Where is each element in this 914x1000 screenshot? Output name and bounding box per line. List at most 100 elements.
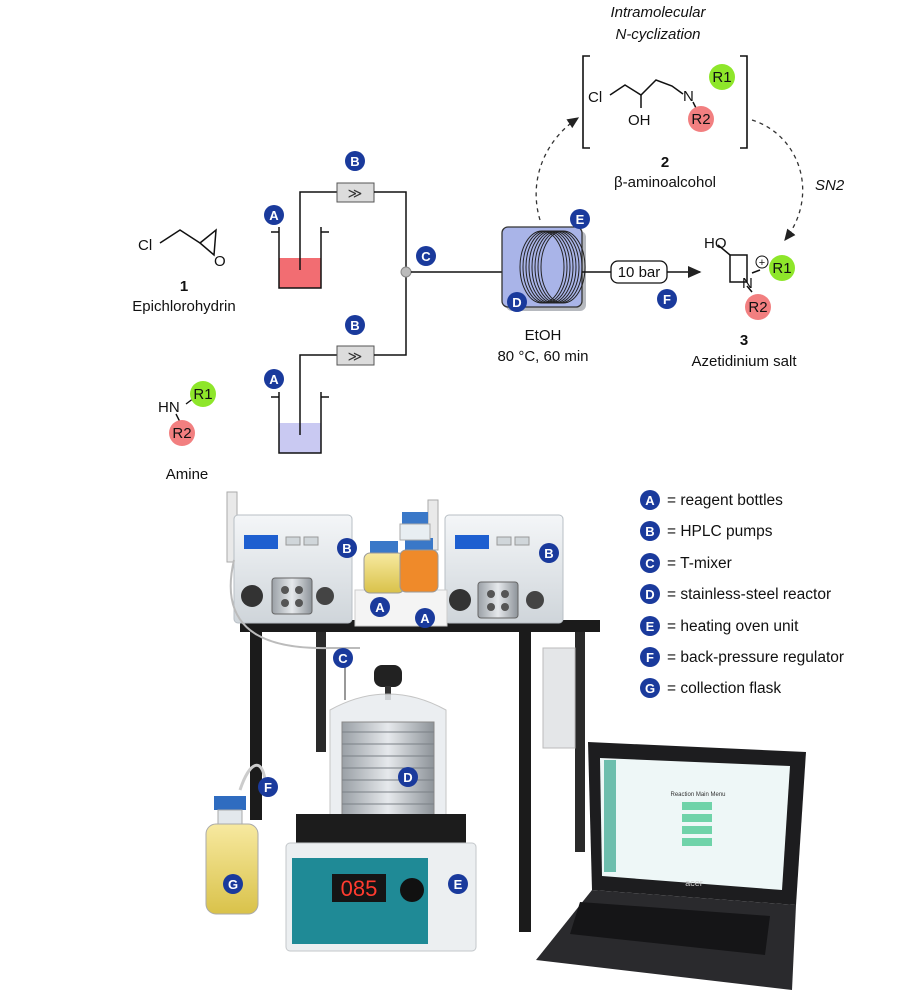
photo-reactor: [329, 665, 447, 827]
intermediate-number: 2: [661, 154, 669, 171]
amine-r2-circle: [169, 420, 195, 446]
amine-hn: HN: [158, 399, 180, 416]
svg-text:= back-pressure regulator: = back-pressure regulator: [667, 649, 844, 666]
photo-pump-right: [444, 514, 564, 624]
svg-text:G: G: [228, 877, 238, 892]
schematic-bottle-bottom: [271, 354, 337, 454]
sn2-label: SN2: [815, 177, 845, 194]
legend-item-b: B= HPLC pumps: [640, 521, 773, 541]
photo-badge-c: C: [333, 648, 353, 668]
photo-oven: 085: [285, 814, 477, 952]
scheme-badge-d: D: [507, 292, 527, 312]
product-structure: [717, 244, 761, 293]
intermediate-name: β-aminoalcohol: [614, 174, 716, 191]
scheme-badge-e: E: [570, 209, 590, 229]
svg-text:A: A: [269, 372, 279, 387]
svg-text:B: B: [645, 524, 654, 539]
schematic-bottle-top: [271, 191, 337, 289]
svg-text:A: A: [420, 611, 430, 626]
svg-text:B: B: [350, 318, 359, 333]
photo-laptop: Reaction Main Menu acer: [536, 742, 806, 990]
photo-bottle-orange: [399, 538, 439, 593]
svg-text:C: C: [338, 651, 348, 666]
legend-item-f: F = back-pressure regulator: [640, 647, 844, 667]
photo-flask: [205, 763, 267, 915]
product-number: 3: [740, 332, 748, 349]
svg-text:= reagent bottles: = reagent bottles: [667, 492, 783, 509]
intermediate-oh: OH: [628, 112, 651, 129]
legend-item-e: E= heating oven unit: [640, 616, 799, 636]
svg-text:= heating oven unit: = heating oven unit: [667, 618, 799, 635]
reactor-conditions: 80 °C, 60 min: [497, 348, 588, 365]
epichlorohydrin-number: 1: [180, 278, 188, 295]
product-r1: R1: [772, 260, 791, 277]
svg-text:A: A: [375, 600, 385, 615]
photo-badge-a-right: A: [415, 608, 435, 628]
product-r2-circle: [745, 294, 771, 320]
scheme-badge-f: F: [657, 289, 677, 309]
svg-text:F: F: [663, 292, 671, 307]
product-ho: HO: [704, 235, 727, 252]
controller-box: [542, 647, 576, 749]
svg-text:B: B: [342, 541, 351, 556]
svg-text:= T-mixer: = T-mixer: [667, 555, 732, 572]
product-r2: R2: [748, 299, 767, 316]
photo-badge-a-left: A: [370, 597, 390, 617]
svg-text:D: D: [645, 587, 654, 602]
legend-item-d: D= stainless-steel reactor: [640, 584, 831, 604]
svg-text:B: B: [544, 546, 553, 561]
pump-bottom-symbol: ≫: [348, 348, 363, 364]
setup-photo: 085 Reaction Main Menu acer B B: [205, 491, 806, 990]
svg-text:C: C: [421, 249, 431, 264]
photo-badge-g: G: [223, 874, 243, 894]
svg-text:F: F: [646, 650, 654, 665]
epichlorohydrin-o: O: [214, 253, 226, 270]
bracket-right: [740, 55, 748, 149]
svg-text:D: D: [512, 295, 521, 310]
reaction-scheme: Intramolecular N-cyclization Cl OH N R1 …: [132, 4, 845, 483]
photo-badge-b-left: B: [337, 538, 357, 558]
intermediate-n: N: [683, 88, 694, 105]
scheme-badge-b-top: B: [345, 151, 365, 171]
photo-bottle-empty: [399, 512, 431, 541]
photo-badge-e: E: [448, 874, 468, 894]
scheme-badges: A B C B A E D F: [264, 151, 677, 389]
epichlorohydrin-cl: Cl: [138, 237, 152, 254]
svg-text:B: B: [350, 154, 359, 169]
laptop-brand: acer: [685, 878, 703, 888]
svg-text:A: A: [269, 208, 279, 223]
svg-text:E: E: [576, 212, 585, 227]
tubing: [229, 559, 360, 650]
photo-badge-d: D: [398, 767, 418, 787]
product-n: N: [742, 275, 753, 292]
bracket-left: [582, 55, 590, 149]
schematic-pump-bottom: ≫: [336, 345, 375, 366]
legend: A = reagent bottles B= HPLC pumps C = T-mi…: [640, 490, 844, 698]
laptop-screen-title: Reaction Main Menu: [670, 792, 725, 798]
scheme-badge-b-bottom: B: [345, 315, 365, 335]
svg-text:A: A: [645, 493, 655, 508]
amine-name: Amine: [166, 466, 209, 483]
annotation-line1: Intramolecular: [610, 4, 706, 21]
svg-text:= collection flask: = collection flask: [667, 680, 781, 697]
amine-r1-circle: [190, 381, 216, 407]
photo-bottle-yellow: [363, 541, 405, 594]
epichlorohydrin-structure: [159, 228, 217, 257]
legend-item-c: C = T-mixer: [640, 553, 732, 573]
product-charge-circle: [755, 255, 769, 269]
photo-pump-left: [233, 514, 353, 624]
photo-badge-b-right: B: [539, 543, 559, 563]
intermediate-r1: R1: [712, 69, 731, 86]
dashed-arrow-up: [535, 117, 580, 221]
bpr-label: 10 bar: [618, 264, 661, 281]
svg-text:C: C: [645, 556, 655, 571]
product-name: Azetidinium salt: [691, 353, 797, 370]
product-r1-circle: [769, 255, 795, 281]
scheme-badge-a-top: A: [264, 205, 284, 225]
annotation-line2: N-cyclization: [615, 26, 700, 43]
dashed-arrow-down: [751, 119, 804, 242]
legend-item-g: G= collection flask: [640, 678, 781, 698]
legend-item-a: A = reagent bottles: [640, 490, 783, 510]
reactor-solvent: EtOH: [525, 327, 562, 344]
